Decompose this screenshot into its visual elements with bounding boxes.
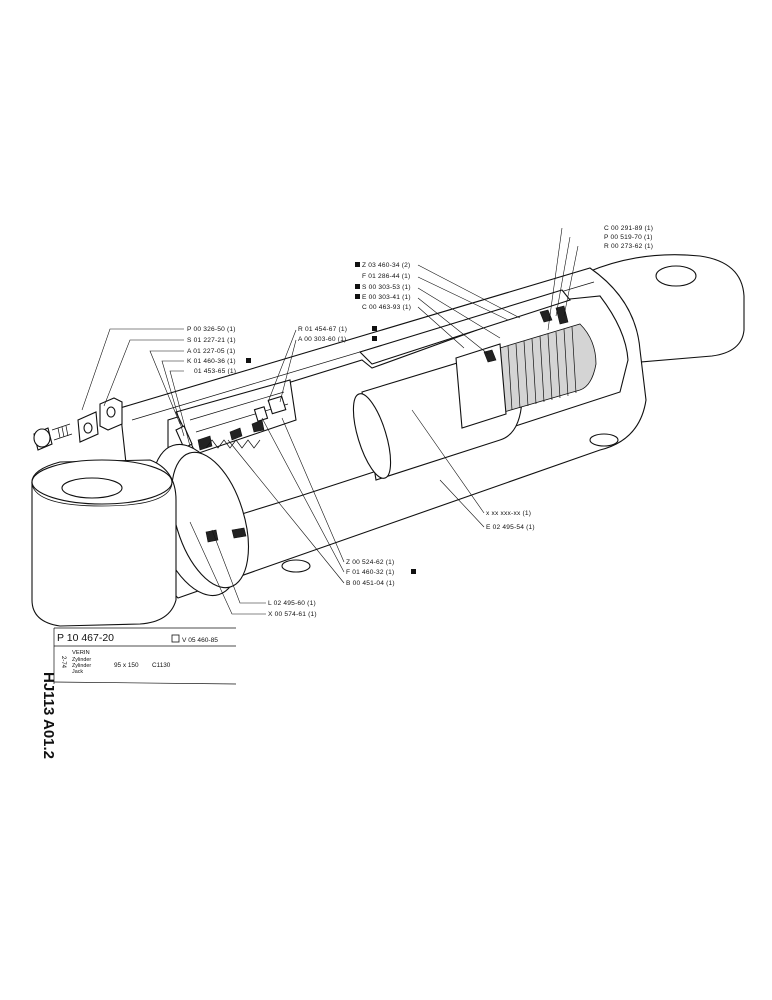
callout-label: Z 03 460-34 (2): [362, 262, 410, 269]
marker-square: [355, 284, 360, 289]
marker-square: [355, 262, 360, 267]
callouts-top-right: C 00 291-89 (1) P 00 519-70 (1) R 00 273…: [604, 225, 653, 250]
callout-label: x xx xxx-xx (1): [486, 510, 531, 517]
callout-label: F 01 286-44 (1): [362, 273, 410, 280]
front-rod-eye: [31, 459, 177, 627]
item-name: VERIN: [72, 650, 90, 656]
callout-label: R 00 273-62 (1): [604, 243, 653, 250]
callout-label: P 00 519-70 (1): [604, 234, 653, 241]
callout-label: E 02 495-54 (1): [486, 524, 535, 531]
callouts-center: R 01 454-67 (1) A 00 303-60 (1): [298, 326, 377, 343]
item-name-alt-2: Zylinder: [72, 663, 91, 669]
item-size: 95 x 150: [114, 662, 139, 669]
callout-label: Z 00 524-62 (1): [346, 559, 394, 566]
item-name-alt-1: Zylinder: [72, 657, 91, 663]
marker-square: [372, 326, 377, 331]
callouts-right: x xx xxx-xx (1) E 02 495-54 (1): [486, 510, 535, 531]
cylinder-body: [31, 254, 745, 627]
marker-square: [411, 569, 416, 574]
threaded-section: [499, 323, 597, 413]
callout-label: A 01 227-05 (1): [187, 348, 235, 355]
part-number: P 10 467-20: [57, 632, 114, 644]
callouts-top-middle: Z 03 460-34 (2) F 01 286-44 (1) S 00 303…: [355, 262, 411, 311]
callout-label: K 01 460-36 (1): [187, 358, 236, 365]
item-name-alt-3: Jack: [72, 669, 83, 675]
callout-label: X 00 574-61 (1): [268, 611, 317, 618]
callout-label: R 01 454-67 (1): [298, 326, 347, 333]
callout-label: P 00 326-50 (1): [187, 326, 236, 333]
callout-label: C 00 291-89 (1): [604, 225, 653, 232]
marker-square: [355, 294, 360, 299]
callout-label: E 00 303-41 (1): [362, 294, 411, 301]
callout-label: C 00 463-93 (1): [362, 304, 411, 311]
item-model: C1130: [152, 662, 171, 669]
callout-label: S 01 227-21 (1): [187, 337, 236, 344]
ref-checkbox: [171, 634, 180, 643]
sheet-code-vertical: HJ113 A01.2: [40, 672, 57, 759]
callout-label: B 00 451-04 (1): [346, 580, 395, 587]
leader-lines: [81, 227, 579, 615]
sheet-date-vertical: 2-74: [60, 656, 66, 669]
callout-label: L 02 495-60 (1): [268, 600, 316, 607]
callout-label: 01 453-65 (1): [194, 368, 236, 375]
marker-square: [372, 336, 377, 341]
exploded-fastener-parts: [33, 397, 123, 451]
callout-label: F 01 460-32 (1): [346, 569, 394, 576]
callout-label: S 00 303-53 (1): [362, 284, 411, 291]
ref-number: V 05 460-85: [182, 637, 218, 644]
marker-square: [246, 358, 251, 363]
callouts-left: P 00 326-50 (1) S 01 227-21 (1) A 01 227…: [187, 326, 251, 375]
title-block: P 10 467-20 V 05 460-85 VERIN Zylinder Z…: [53, 627, 237, 685]
callouts-bottom-left: L 02 495-60 (1) X 00 574-61 (1): [268, 600, 317, 618]
callouts-bottom-center: Z 00 524-62 (1) F 01 460-32 (1) B 00 451…: [346, 559, 416, 587]
callout-label: A 00 303-60 (1): [298, 336, 346, 343]
